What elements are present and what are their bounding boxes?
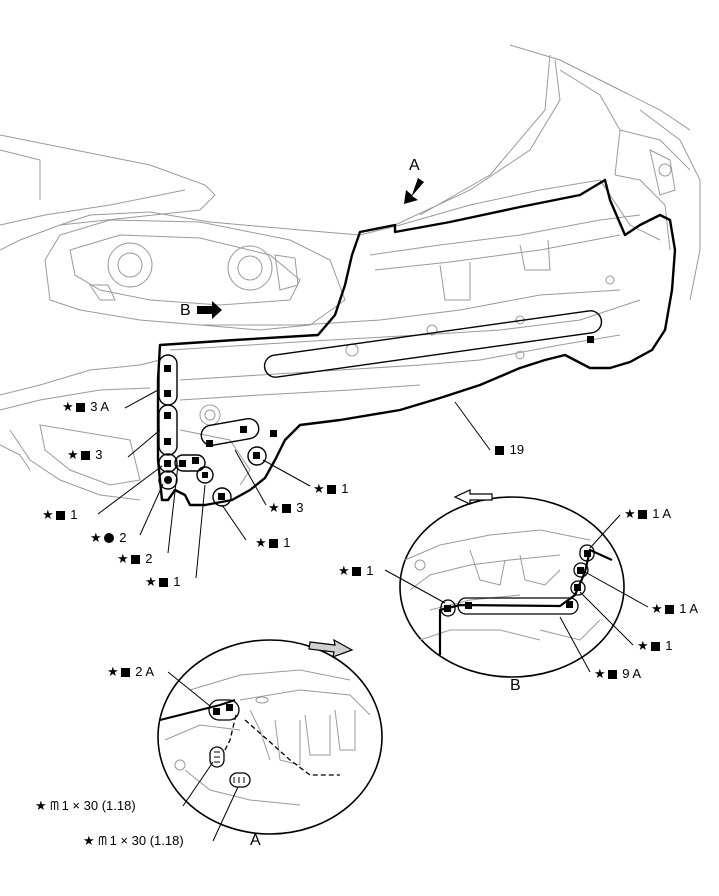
- callout-2-dot: ★ 2: [90, 530, 127, 545]
- square-clip-icon: [55, 511, 65, 520]
- detail-b-callout-9a: ★ 9 A: [594, 666, 642, 681]
- round-clip-icon: [103, 533, 114, 543]
- clip-icon: ᗰ: [98, 834, 107, 848]
- detail-b-callout-1a-right: ★ 1 A: [651, 601, 699, 616]
- star-icon: ★: [338, 563, 350, 578]
- callout-3: ★ 3: [67, 447, 103, 462]
- star-icon: ★: [313, 481, 325, 496]
- star-icon: ★: [594, 666, 606, 681]
- detail-b-callout-1-right: ★ 1: [637, 638, 673, 653]
- star-icon: ★: [62, 399, 74, 414]
- square-clip-icon: [326, 485, 336, 494]
- star-icon: ★: [117, 551, 129, 566]
- star-icon: ★: [90, 530, 102, 545]
- detail-b-label: B: [510, 677, 521, 694]
- callout-1-mid: ★ 1: [313, 481, 349, 496]
- square-clip-icon: [664, 605, 674, 614]
- square-clip-icon: [80, 451, 90, 460]
- square-clip-icon: [158, 578, 168, 587]
- square-clip-icon: [120, 668, 130, 677]
- star-icon: ★: [83, 833, 95, 848]
- star-icon: ★: [255, 535, 267, 550]
- star-icon: ★: [67, 447, 79, 462]
- detail-a-label: A: [250, 832, 261, 849]
- detail-b-callout-1a-top: ★ 1 A: [624, 506, 672, 521]
- callout-1-bottom: ★ 1: [145, 574, 181, 589]
- detail-a-callout-clip-2: ★ ᗰ 1 × 30 (1.18): [83, 833, 184, 848]
- star-icon: ★: [42, 507, 54, 522]
- callout-3a: ★ 3 A: [62, 399, 110, 414]
- square-clip-icon: [637, 510, 647, 519]
- callout-19: 19: [493, 442, 524, 457]
- star-icon: ★: [637, 638, 649, 653]
- detail-a-callout-clip-1: ★ ᗰ 1 × 30 (1.18): [35, 798, 136, 813]
- square-clip-icon: [607, 670, 617, 679]
- square-clip-icon: [495, 446, 504, 455]
- view-a-arrow-label: A: [409, 157, 420, 174]
- callout-2: ★ 2: [117, 551, 153, 566]
- square-clip-icon: [650, 642, 660, 651]
- square-clip-icon: [281, 504, 291, 513]
- callout-3-mid: ★ 3: [268, 500, 304, 515]
- star-icon: ★: [651, 601, 663, 616]
- star-icon: ★: [107, 664, 119, 679]
- square-clip-icon: [75, 403, 85, 412]
- star-icon: ★: [624, 506, 636, 521]
- square-clip-icon: [268, 539, 278, 548]
- view-b-arrow-label: B: [180, 302, 191, 319]
- square-clip-icon: [130, 555, 140, 564]
- star-icon: ★: [268, 500, 280, 515]
- callout-1-left: ★ 1: [42, 507, 78, 522]
- star-icon: ★: [145, 574, 157, 589]
- detail-b-callout-1-left: ★ 1: [338, 563, 374, 578]
- star-icon: ★: [35, 798, 47, 813]
- clip-icon: ᗰ: [50, 799, 59, 813]
- callout-1-low: ★ 1: [255, 535, 291, 550]
- square-clip-icon: [351, 567, 361, 576]
- detail-a-callout-2a: ★ 2 A: [107, 664, 155, 679]
